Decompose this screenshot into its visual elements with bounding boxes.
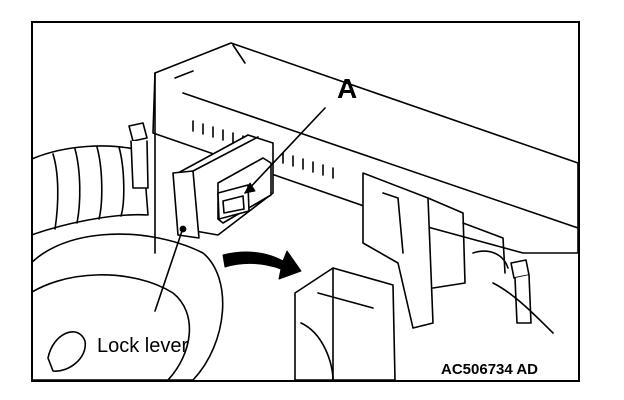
lock-lever-label: Lock lever [97,335,189,357]
lock-lever-leader [154,227,184,312]
callout-a-leader [244,107,326,194]
lower-connector-block [294,267,396,380]
connector-pin-row [192,120,334,179]
round-housing [33,233,224,380]
lever-movement-arrow [222,250,302,280]
left-clip [128,122,149,189]
lock-lever-leader-dot [179,225,187,233]
callout-a-label: A [337,73,358,104]
connector-housing-right [362,172,509,329]
wire-harness-left [33,145,149,236]
connector-with-lock-lever [172,134,274,239]
right-clip [492,259,554,334]
connector-illustration [33,42,578,380]
illustration-frame: A Lock lever AC506734 AD [31,21,580,382]
figure-id-label: AC506734 AD [441,361,538,378]
callout-a-arrowhead [244,182,256,194]
control-panel-body [152,42,578,254]
